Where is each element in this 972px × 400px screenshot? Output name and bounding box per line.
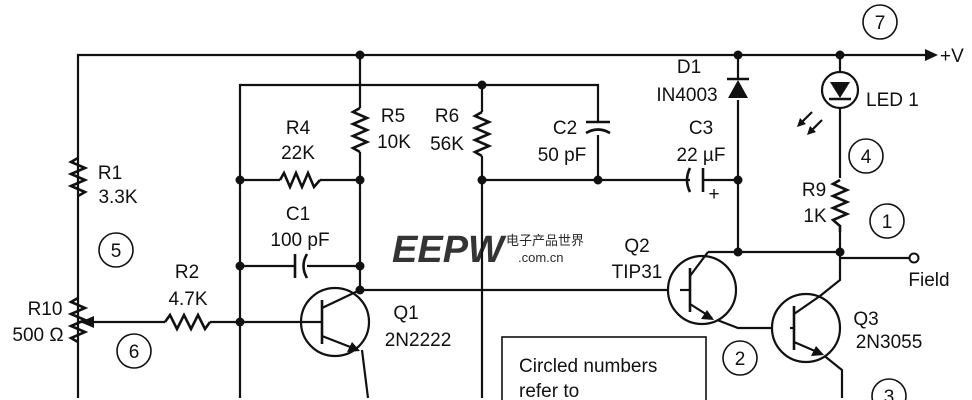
c2-value: 50 pF (538, 145, 587, 166)
svg-text:6: 6 (129, 342, 140, 363)
led1 (797, 70, 860, 135)
r10-wiper-arrow (80, 316, 94, 328)
c3-capacitor (685, 167, 705, 193)
svg-text:电子产品世界: 电子产品世界 (506, 233, 584, 248)
q3-value: 2N3055 (856, 332, 923, 353)
c3-name: C3 (689, 118, 713, 139)
r4-resistor (278, 169, 321, 191)
r2-value: 4.7K (168, 289, 207, 310)
r1-value: 3.3K (98, 187, 137, 208)
note-line-2: refer to (519, 381, 579, 400)
q1-transistor (299, 286, 371, 358)
q3-transistor (770, 292, 842, 364)
test-point-6: 6 (116, 333, 152, 369)
c1-value: 100 pF (270, 230, 329, 251)
junction-dots (235, 50, 845, 327)
test-point-4: 4 (848, 138, 884, 174)
test-point-5: 5 (98, 232, 134, 268)
test-point-3: 3 (871, 378, 907, 400)
test-point-2: 2 (722, 340, 758, 376)
q2-name: Q2 (624, 236, 649, 257)
r9-resistor (829, 178, 851, 232)
r1-resistor (67, 156, 89, 198)
q3-name: Q3 (853, 309, 878, 330)
r2-resistor (163, 312, 212, 332)
q2-value: TIP31 (612, 262, 663, 283)
svg-text:2: 2 (735, 349, 746, 370)
c2-name: C2 (553, 118, 577, 139)
field-terminal (908, 252, 920, 264)
test-point-7: 7 (862, 4, 898, 40)
svg-text:1: 1 (882, 212, 893, 233)
svg-text:EEPW: EEPW (392, 229, 507, 271)
r6-value: 56K (430, 134, 464, 155)
r9-value: 1K (803, 206, 827, 227)
d1-value: IN4003 (656, 85, 717, 106)
r4-name: R4 (286, 118, 311, 139)
r6-resistor (471, 110, 493, 158)
r9-name: R9 (802, 180, 826, 201)
svg-text:4: 4 (861, 147, 872, 168)
r1-name: R1 (98, 163, 122, 184)
svg-text:7: 7 (875, 13, 886, 34)
led1-name: LED 1 (866, 90, 919, 111)
svg-text:5: 5 (111, 241, 122, 262)
supply-label: +V (940, 46, 964, 67)
d1-name: D1 (677, 57, 701, 78)
r5-name: R5 (381, 106, 405, 127)
r6-name: R6 (435, 106, 459, 127)
r2-name: R2 (175, 262, 199, 283)
r10-value: 500 Ω (12, 325, 63, 346)
test-point-1: 1 (869, 203, 905, 239)
r10-name: R10 (28, 299, 63, 320)
c1-capacitor (293, 253, 309, 279)
note-line-1: Circled numbers (519, 356, 657, 377)
q1-value: 2N2222 (385, 330, 452, 351)
q1-name: Q1 (393, 303, 418, 324)
q2-transistor (666, 251, 738, 326)
c3-polarity: + (708, 184, 719, 205)
svg-text:3: 3 (884, 387, 895, 400)
field-label: Field (908, 270, 949, 291)
c2-capacitor (585, 110, 611, 135)
r5-value: 10K (377, 132, 411, 153)
c1-name: C1 (286, 204, 310, 225)
r4-value: 22K (281, 143, 315, 164)
note-box: Circled numbers refer to (501, 336, 707, 400)
r5-resistor (349, 106, 371, 154)
c3-value: 22 µF (677, 145, 726, 166)
watermark-logo: EEPW 电子产品世界 .com.cn (392, 229, 584, 271)
d1-diode (727, 77, 749, 98)
svg-text:.com.cn: .com.cn (518, 250, 564, 265)
